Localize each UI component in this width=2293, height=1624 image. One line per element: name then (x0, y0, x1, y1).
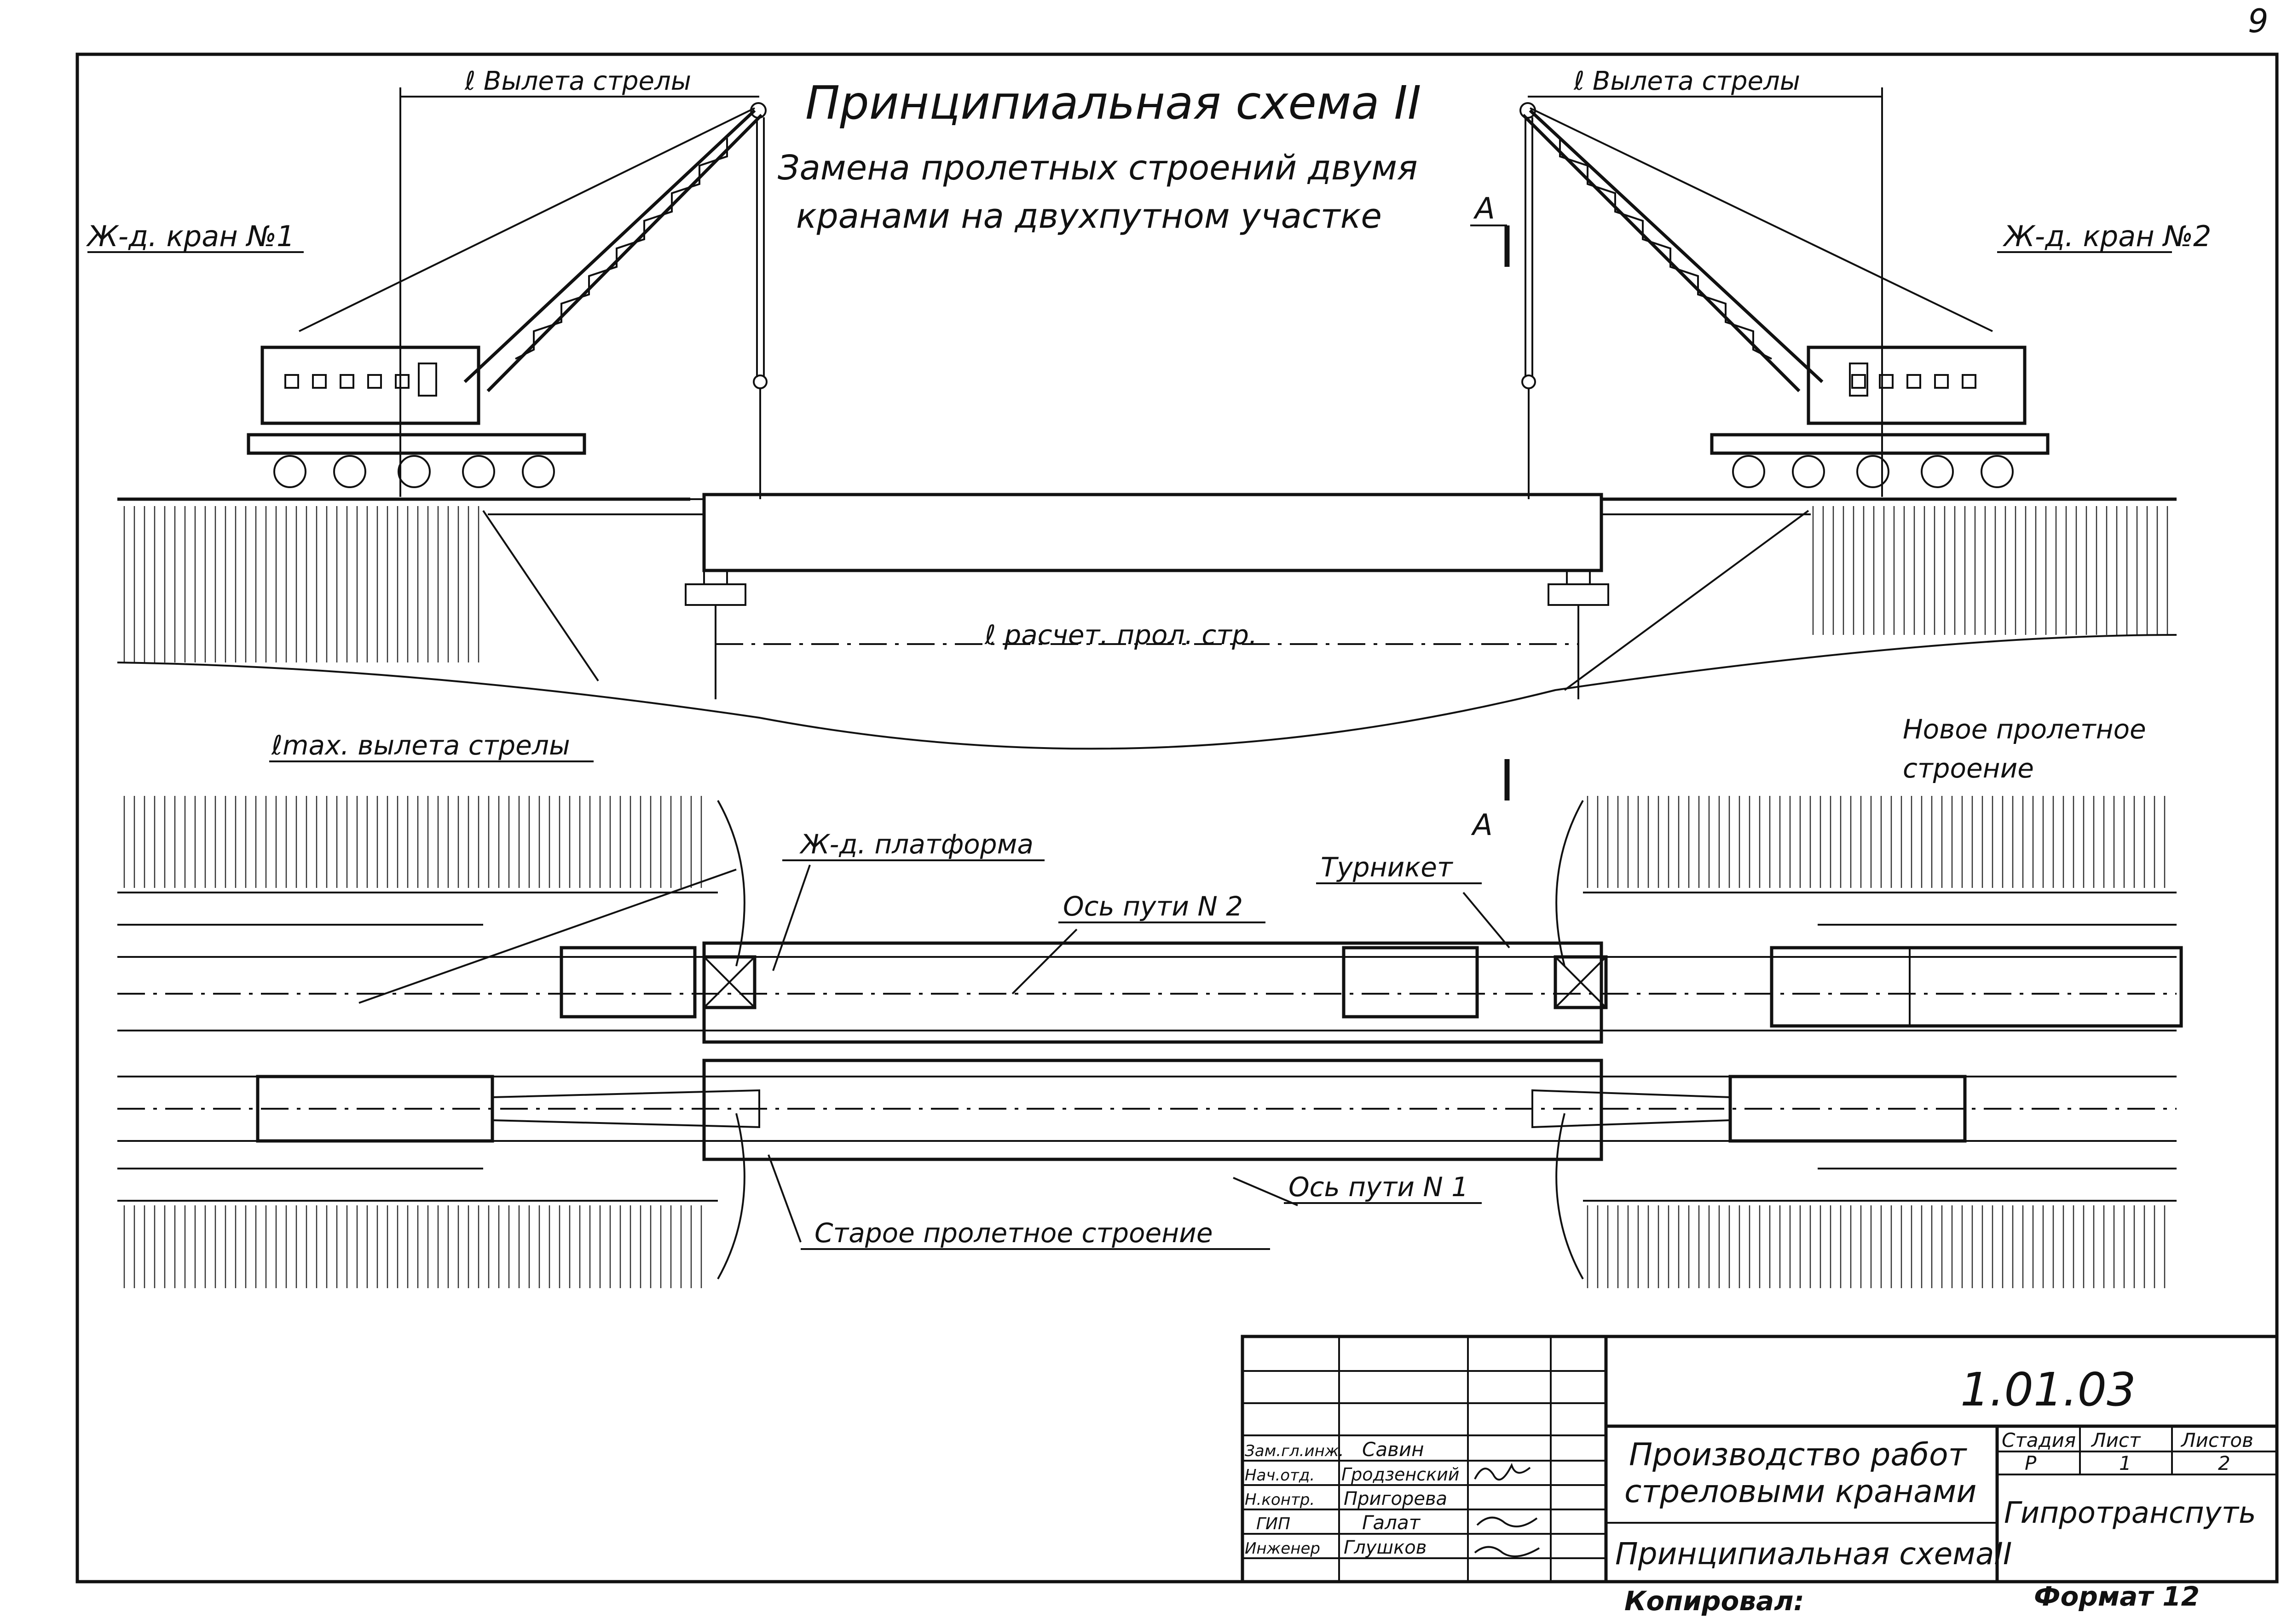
left-embankment-hatch-lines (123, 506, 479, 662)
drawing-frame (75, 52, 2279, 1584)
staff-role-1: Зам.гл.инж. (1245, 1442, 1344, 1460)
boom-reach-right-label: ℓ Вылета стрелы (1573, 66, 1800, 96)
page-number: 9 (2248, 2, 2269, 40)
col-stage: Стадия (2002, 1429, 2076, 1451)
bridge-span (702, 493, 1603, 572)
old-span-plan (702, 1059, 1603, 1161)
boom-reach-left-label: ℓ Вылета стрелы (464, 66, 691, 96)
new-span-label-2: строение (1903, 753, 2034, 784)
diagram-subtitle-1: Замена пролетных строений двумя (778, 148, 1418, 188)
crane-1-label: Ж-д. кран №1 (86, 219, 295, 253)
col-sheet: Лист (2091, 1429, 2141, 1451)
diagram-subtitle-2: кранами на двухпутном участке (796, 196, 1382, 236)
new-span-plan (702, 941, 1603, 1044)
section-mark-bottom: А (1471, 808, 1493, 842)
crane-1-elevation (247, 102, 768, 499)
sheet-value: 1 (2119, 1452, 2131, 1474)
right-bearing (1548, 583, 1609, 606)
old-span-label: Старое пролетное строение (814, 1217, 1213, 1249)
span-design-label: ℓ расчет. прол. стр. (984, 619, 1257, 651)
ravine-bottom (117, 634, 2177, 750)
crane-2-label: Ж-д. кран №2 (2002, 219, 2211, 253)
sheet-title: Принципиальная схемаII (1615, 1536, 2012, 1572)
organization: Гипротранспуть (2004, 1496, 2256, 1530)
staff-role-4: ГИП (1256, 1515, 1290, 1533)
turnstile-label: Турникет (1321, 852, 1454, 883)
plan-top-right-hatch (1587, 796, 2166, 888)
new-span-label-1: Новое пролетное (1903, 714, 2146, 745)
staff-name-3: Пригорева (1344, 1488, 1447, 1509)
staff-role-3: Н.контр. (1245, 1491, 1315, 1509)
signature-2 (1476, 1516, 1538, 1527)
document-number: 1.01.03 (1960, 1363, 2136, 1417)
crane-2-elevation (1519, 102, 2050, 499)
section-mark-top: А (1473, 192, 1495, 226)
left-bearing (685, 583, 746, 606)
signature-3 (1474, 1546, 1540, 1557)
stage-value: Р (2025, 1452, 2037, 1474)
turnstile-right (1554, 955, 1608, 1009)
staff-name-4: Галат (1362, 1511, 1421, 1534)
staff-role-2: Нач.отд. (1245, 1466, 1315, 1485)
title-block: 1.01.03 Производство работ стреловыми кр… (1241, 1335, 2279, 1584)
staff-name-2: Гродзенский (1341, 1464, 1459, 1485)
col-sheets: Листов (2180, 1429, 2253, 1451)
diagram-title: Принципиальная схема II (805, 76, 1421, 130)
staff-name-1: Савин (1362, 1438, 1424, 1461)
turnstile-left (702, 955, 757, 1009)
track-1-axis-label: Ось пути N 1 (1288, 1171, 1468, 1203)
platform-label: Ж-д. платформа (799, 829, 1034, 860)
elevation-view (117, 87, 2177, 800)
track-2-axis-label: Ось пути N 2 (1063, 891, 1243, 922)
plan-view (117, 800, 2183, 1279)
copied-by: Копировал: (1624, 1585, 1804, 1617)
right-embankment-hatch-lines (1812, 506, 2168, 635)
project-title-1: Производство работ (1629, 1437, 1968, 1473)
left-embankment-hatch (117, 501, 485, 667)
staff-role-5: Инженер (1245, 1539, 1320, 1558)
staff-name-5: Глушков (1344, 1537, 1427, 1558)
max-boom-reach-label: ℓmax. вылета стрелы (271, 730, 570, 761)
project-title-2: стреловыми кранами (1624, 1474, 1976, 1510)
signature-1 (1474, 1463, 1531, 1481)
plan-top-left-hatch (123, 796, 702, 888)
plan-bottom-right-hatch (1587, 1205, 2166, 1288)
sheets-value: 2 (2218, 1452, 2230, 1474)
plan-bottom-left-hatch (123, 1205, 702, 1288)
format-label: Формат 12 (2034, 1581, 2200, 1612)
